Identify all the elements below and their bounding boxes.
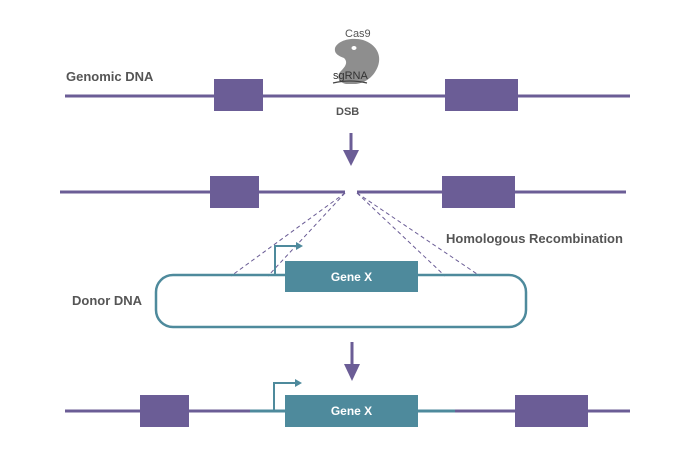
homologous-recombination-label: Homologous Recombination — [446, 231, 623, 246]
cas9-label: Cas9 — [345, 28, 371, 40]
sgrna-strand-icon — [332, 80, 368, 84]
donor-promoter-arrow — [274, 245, 297, 275]
result-promoter-arrowhead-icon — [295, 379, 302, 387]
cas9-highlight — [351, 46, 357, 50]
donor-dna-label: Donor DNA — [72, 293, 143, 308]
donor-gene-x-box — [285, 261, 418, 292]
cut-exon-left — [210, 176, 259, 208]
arrow-down-1-icon — [343, 150, 359, 166]
dsb-label: DSB — [336, 106, 359, 118]
cas9-protein-icon — [334, 38, 380, 84]
genomic-exon-left — [214, 79, 263, 111]
result-gene-x-box — [285, 395, 418, 427]
cut-exon-right — [442, 176, 515, 208]
result-exon-right — [515, 395, 588, 427]
sgrna-label: sgRNA — [333, 70, 369, 82]
arrow-down-2-icon — [344, 364, 360, 381]
result-gene-x-label: Gene X — [331, 404, 372, 418]
homology-dashed-lines — [230, 192, 481, 277]
result-exon-left — [140, 395, 189, 427]
donor-gene-x-label: Gene X — [331, 270, 372, 284]
genomic-dna-label: Genomic DNA — [66, 69, 154, 84]
genomic-exon-right — [445, 79, 518, 111]
result-promoter-arrow — [273, 382, 296, 411]
donor-promoter-arrowhead-icon — [296, 242, 303, 250]
